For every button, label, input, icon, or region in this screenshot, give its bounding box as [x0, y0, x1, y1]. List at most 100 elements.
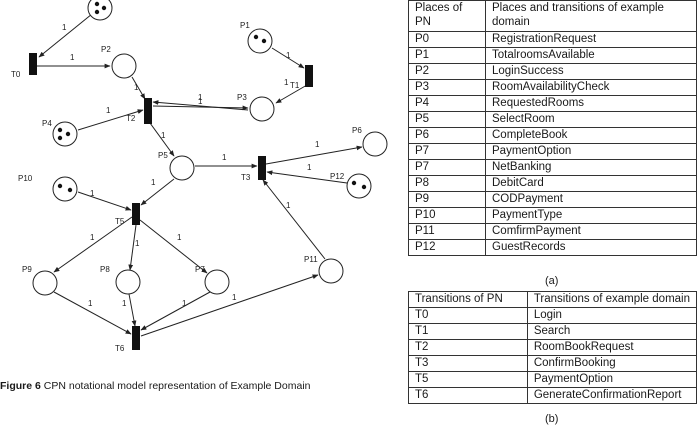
table-cell: SelectRoom	[485, 111, 697, 128]
arc-weight: 1	[198, 97, 203, 106]
table-cell: TotalroomsAvailable	[485, 47, 697, 64]
table-cell: P7	[408, 143, 486, 160]
table-cell: T5	[408, 371, 528, 388]
arc-weight: 1	[286, 201, 291, 210]
table-cell: DebitCard	[485, 175, 697, 192]
table-cell: P9	[408, 191, 486, 208]
arc-weight: 1	[307, 163, 312, 172]
table-cell: T2	[408, 339, 528, 356]
arc-weight: 1	[88, 299, 93, 308]
arc-weight: 1	[182, 299, 187, 308]
place-label: P5	[158, 151, 168, 160]
table-cell: P10	[408, 207, 486, 224]
table-cell: T0	[408, 307, 528, 324]
place-p11: P11	[304, 255, 344, 284]
place-label: P2	[101, 45, 111, 54]
figure-caption: Figure 6 CPN notational model representa…	[0, 380, 311, 392]
token	[65, 131, 71, 137]
arc-weight: 1	[90, 189, 95, 198]
arc-weight: 1	[222, 153, 227, 162]
token	[261, 38, 267, 44]
place-p3: P3	[237, 93, 275, 122]
transition-t6: T6	[115, 326, 140, 353]
arc	[128, 293, 137, 327]
place-circle	[204, 269, 230, 295]
arc	[271, 47, 305, 69]
token	[57, 127, 63, 133]
table-cell: RoomBookRequest	[526, 339, 697, 356]
token	[361, 184, 367, 190]
table-cell: RegistrationRequest	[485, 31, 697, 48]
arc-weight: 1	[134, 83, 139, 92]
table-cell: CODPayment	[485, 191, 697, 208]
arc-weight: 1	[161, 131, 166, 140]
place-label: P9	[22, 265, 32, 274]
place-circle	[362, 131, 388, 157]
transition-t0: T0	[11, 53, 37, 79]
place-label: P7	[195, 265, 205, 274]
place-p8: P8	[100, 265, 141, 295]
table-cell: T3	[408, 355, 528, 372]
arc-weight: 1	[286, 51, 291, 60]
transition-label: T0	[11, 70, 21, 79]
arc	[266, 170, 348, 184]
token	[57, 135, 63, 141]
table-cell: Login	[526, 307, 697, 324]
arc	[265, 145, 363, 165]
place-circle	[247, 28, 273, 54]
arc-weight: 1	[284, 78, 289, 87]
table-cell: P3	[408, 79, 486, 96]
transition-label: T3	[241, 173, 251, 182]
table-cell: GenerateConfirmationReport	[526, 387, 697, 404]
table-cell: NetBanking	[485, 159, 697, 176]
transition-label: T6	[115, 344, 125, 353]
token	[351, 180, 357, 186]
place-circle	[52, 121, 78, 147]
table-cell: GuestRecords	[485, 239, 697, 256]
arc	[140, 274, 319, 337]
place-circle	[87, 0, 113, 21]
arc-weight: 1	[135, 239, 140, 248]
place-p10: P10	[18, 174, 78, 202]
place-label: P11	[304, 255, 318, 264]
arc-weight: 1	[106, 106, 111, 115]
place-circle	[346, 173, 372, 199]
table-cell: P2	[408, 63, 486, 80]
transition-t2: T2	[126, 98, 152, 124]
place-p2: P2	[101, 45, 137, 79]
transition-label: T2	[126, 114, 136, 123]
arc-weight: 1	[198, 93, 203, 102]
table-cell: PaymentOption	[526, 371, 697, 388]
arc-weight: 1	[151, 178, 156, 187]
place-circle	[169, 155, 195, 181]
figure-caption-label: Figure 6	[0, 380, 41, 392]
table-a-sublabel: (a)	[545, 275, 559, 287]
table-cell: Search	[526, 323, 697, 340]
table-header-cell: Transitions of PN	[408, 291, 528, 308]
transition-bar	[132, 203, 140, 225]
arc-weight: 1	[177, 233, 182, 242]
transition-bar	[144, 98, 152, 124]
arc	[53, 216, 133, 273]
token	[253, 34, 259, 40]
place-p5: P5	[158, 151, 195, 181]
arc-weight: 1	[90, 233, 95, 242]
token	[57, 183, 63, 189]
place-label: P4	[42, 119, 52, 128]
token	[101, 5, 107, 11]
table-cell: PaymentType	[485, 207, 697, 224]
arc	[131, 76, 146, 100]
table-cell: P11	[408, 223, 486, 240]
